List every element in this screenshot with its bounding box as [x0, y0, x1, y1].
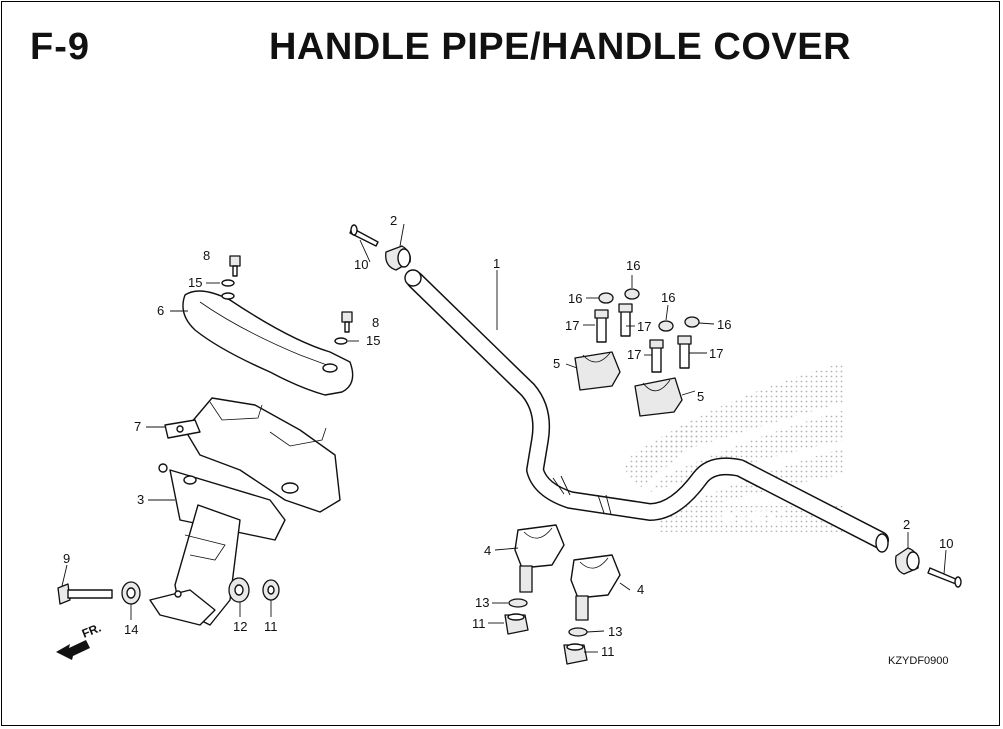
- nut-11-mid: [504, 613, 529, 635]
- nut-11-right: [563, 643, 588, 665]
- callout-14: 14: [124, 622, 138, 637]
- collar-14: [121, 581, 141, 605]
- handle-cover-upper: [182, 290, 354, 396]
- handle-weight-left: [385, 245, 411, 271]
- callout-17-c: 17: [627, 347, 641, 362]
- upper-holder-right: [634, 377, 683, 417]
- washer-13-right: [568, 627, 588, 637]
- bolt-cap-16c: [658, 320, 674, 332]
- lower-holder-right: [570, 554, 621, 621]
- callout-8-left: 8: [203, 248, 210, 263]
- callout-9: 9: [63, 551, 70, 566]
- screw-8-right: [341, 311, 353, 333]
- figure-code: F-9: [30, 26, 90, 68]
- callout-11-right: 11: [601, 644, 615, 659]
- callout-17-a: 17: [565, 318, 579, 333]
- bolt-cap-16d: [684, 316, 700, 328]
- nut-11-left: [262, 579, 280, 601]
- cover-bracket: [158, 419, 201, 473]
- callout-7: 7: [134, 419, 141, 434]
- stem-bolt: [57, 583, 113, 605]
- callout-10-right: 10: [939, 536, 953, 551]
- callout-4-left: 4: [484, 543, 491, 558]
- holder-bolt-17b: [618, 303, 633, 337]
- callout-5-left: 5: [553, 356, 560, 371]
- callout-12: 12: [233, 619, 247, 634]
- washer-15-left: [221, 279, 235, 287]
- holder-bolt-17d: [677, 335, 692, 369]
- callout-15-left: 15: [188, 275, 202, 290]
- callout-8-right: 8: [372, 315, 379, 330]
- upper-holder-left: [574, 351, 621, 391]
- washer-15-right: [334, 337, 348, 345]
- callout-10-left: 10: [354, 257, 368, 272]
- callout-6: 6: [157, 303, 164, 318]
- front-arrow-label: FR.: [80, 621, 103, 641]
- callout-1: 1: [493, 256, 500, 271]
- weight-screw-left: [349, 224, 379, 247]
- holder-bolt-17a: [594, 309, 609, 343]
- weight-screw-right: [927, 567, 962, 588]
- callout-4-right: 4: [637, 582, 644, 597]
- callout-16-mid: 16: [661, 290, 675, 305]
- catalog-code: KZYDF0900: [888, 655, 949, 667]
- callout-2-left: 2: [390, 213, 397, 228]
- callout-16-right: 16: [717, 317, 731, 332]
- callout-17-b: 17: [637, 319, 651, 334]
- callout-11-mid: 11: [472, 616, 486, 631]
- holder-bolt-17c: [649, 339, 664, 373]
- leader-lines: [61, 223, 947, 653]
- callout-17-d: 17: [709, 346, 723, 361]
- screw-8-left: [229, 255, 241, 277]
- page-title: HANDLE PIPE/HANDLE COVER: [268, 26, 852, 68]
- front-direction-arrow: FR.: [56, 621, 103, 660]
- washer-13-left: [508, 598, 528, 608]
- bolt-cap-16a: [598, 292, 614, 304]
- callout-5-right: 5: [697, 389, 704, 404]
- callout-13-left: 13: [475, 595, 489, 610]
- handle-weight-right: [895, 547, 920, 575]
- callout-16-top: 16: [626, 258, 640, 273]
- bolt-cap-16b: [624, 288, 640, 300]
- callout-13-right: 13: [608, 624, 622, 639]
- callout-11-left: 11: [264, 619, 278, 634]
- lower-holder-left: [514, 524, 565, 593]
- callout-15-right: 15: [366, 333, 380, 348]
- handle-pipe: [404, 269, 889, 553]
- callout-16-left: 16: [568, 291, 582, 306]
- callout-2-right: 2: [903, 517, 910, 532]
- callout-3: 3: [137, 492, 144, 507]
- steering-stem: [149, 504, 241, 626]
- rubber-12: [228, 577, 250, 603]
- honda-watermark-text: HONDA: [715, 508, 788, 530]
